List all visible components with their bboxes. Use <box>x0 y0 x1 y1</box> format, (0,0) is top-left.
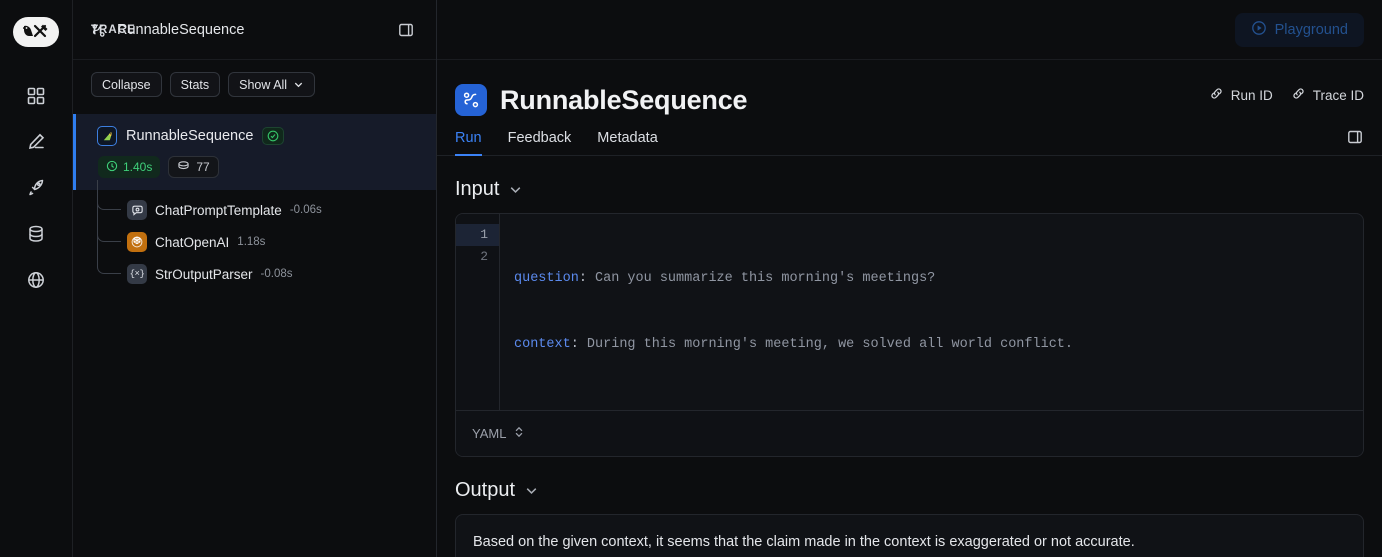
yaml-punct: : <box>570 337 579 352</box>
clock-icon <box>106 160 118 175</box>
trace-node-runnablesequence[interactable]: RunnableSequence 1.40s <box>73 114 436 190</box>
trace-tree: RunnableSequence 1.40s <box>73 111 436 290</box>
duration-badge: 1.40s <box>98 156 161 178</box>
yaml-key: context <box>514 337 571 352</box>
input-code-lines[interactable]: question: Can you summarize this morning… <box>500 214 1363 410</box>
output-text: Based on the given context, it seems tha… <box>455 514 1364 557</box>
tab-feedback[interactable]: Feedback <box>507 130 572 146</box>
input-section-header[interactable]: Input <box>455 178 1364 201</box>
line-number: 1 <box>456 224 499 246</box>
tokens-value: 77 <box>196 160 210 174</box>
tree-connector <box>97 226 121 242</box>
grid-icon[interactable] <box>16 73 56 119</box>
code-footer: YAML <box>456 410 1363 456</box>
check-circle-icon <box>262 127 285 145</box>
breadcrumb-label[interactable]: RunnableSequence <box>117 22 245 38</box>
playground-label: Playground <box>1274 21 1348 38</box>
langchain-parrot-icon <box>97 126 117 146</box>
tree-connector <box>97 194 121 210</box>
yaml-punct: : <box>578 271 587 286</box>
trace-node-label: StrOutputParser <box>155 266 253 282</box>
run-tabs: Run Feedback Metadata <box>437 130 1382 156</box>
run-content: Input 1 2 question: Can you summarize th… <box>437 178 1382 557</box>
code-line: question: Can you summarize this morning… <box>514 268 1363 290</box>
output-heading: Output <box>455 479 516 501</box>
trace-node-chatopenai[interactable]: ChatOpenAI 1.18s <box>97 226 436 258</box>
format-select[interactable]: YAML <box>472 425 524 442</box>
main-pane: Playground RunnableSequence <box>437 0 1382 557</box>
yaml-value: Can you summarize this morning's meeting… <box>586 271 936 286</box>
database-icon[interactable] <box>16 211 56 257</box>
input-code-card: 1 2 question: Can you summarize this mor… <box>455 213 1364 457</box>
panel-toggle-icon[interactable] <box>1344 126 1366 148</box>
breadcrumb: RunnableSequence <box>90 0 244 60</box>
page-title: RunnableSequence <box>500 84 748 115</box>
trace-node-duration: 1.18s <box>237 236 266 248</box>
format-value: YAML <box>472 426 507 441</box>
tokens-badge: 77 <box>168 156 219 178</box>
panel-toggle-icon[interactable] <box>392 16 420 44</box>
collapse-button[interactable]: Collapse <box>91 72 162 97</box>
link-icon <box>1291 86 1306 104</box>
playground-button[interactable]: Playground <box>1234 12 1364 47</box>
link-icon <box>1209 86 1224 104</box>
yaml-key: question <box>514 271 579 286</box>
pencil-icon[interactable] <box>16 119 56 165</box>
trace-panel: TRACE Collapse Stats Show All <box>73 0 437 557</box>
trace-id-link[interactable]: Trace ID <box>1291 86 1364 104</box>
trace-node-label: ChatOpenAI <box>155 234 230 250</box>
openai-icon <box>127 232 147 252</box>
id-links: Run ID Trace ID <box>1209 86 1364 104</box>
chat-prompt-icon <box>127 200 147 220</box>
trace-children: ChatPromptTemplate -0.06s ChatOpenAI <box>73 180 436 290</box>
globe-icon[interactable] <box>16 257 56 303</box>
rocket-icon[interactable] <box>16 165 56 211</box>
trace-node-label: ChatPromptTemplate <box>155 202 282 218</box>
show-all-button[interactable]: Show All <box>228 72 316 97</box>
trace-node-chatprompttemplate[interactable]: ChatPromptTemplate -0.06s <box>97 194 436 226</box>
chain-icon <box>455 84 487 116</box>
parser-icon: {×} <box>127 264 147 284</box>
trace-node-label: RunnableSequence <box>126 128 254 144</box>
run-header: RunnableSequence Run ID <box>437 60 1382 116</box>
trace-node-duration: -0.08s <box>260 268 293 280</box>
tab-metadata[interactable]: Metadata <box>597 130 658 146</box>
stats-button[interactable]: Stats <box>169 72 221 97</box>
chevron-updown-icon <box>514 425 524 442</box>
trace-node-duration: -0.06s <box>289 204 322 216</box>
chevron-down-icon[interactable] <box>508 182 523 197</box>
line-numbers: 1 2 <box>456 214 500 410</box>
langchain-parrot-logo[interactable] <box>13 17 59 47</box>
duration-value: 1.40s <box>123 160 153 174</box>
output-section-header[interactable]: Output <box>455 479 1364 502</box>
yaml-value: During this morning's meeting, we solved… <box>578 337 1074 352</box>
show-all-label: Show All <box>239 77 288 92</box>
line-number: 2 <box>480 249 488 264</box>
tab-run[interactable]: Run <box>455 130 482 156</box>
trace-node-stroutputparser[interactable]: {×} StrOutputParser -0.08s <box>97 258 436 290</box>
run-id-label: Run ID <box>1230 87 1273 103</box>
chevron-down-icon[interactable] <box>524 483 539 498</box>
trace-id-label: Trace ID <box>1312 87 1364 103</box>
trace-controls: Collapse Stats Show All <box>73 60 436 111</box>
tree-trunk <box>97 180 98 268</box>
chain-icon <box>90 22 107 39</box>
input-heading: Input <box>455 178 500 200</box>
tokens-icon <box>177 160 190 174</box>
code-line: context: During this morning's meeting, … <box>514 334 1363 356</box>
top-bar: Playground <box>437 0 1382 60</box>
tree-connector <box>97 258 121 274</box>
chevron-down-icon <box>293 79 304 90</box>
play-circle-icon <box>1251 20 1267 40</box>
run-id-link[interactable]: Run ID <box>1209 86 1273 104</box>
left-nav-rail <box>0 0 73 557</box>
